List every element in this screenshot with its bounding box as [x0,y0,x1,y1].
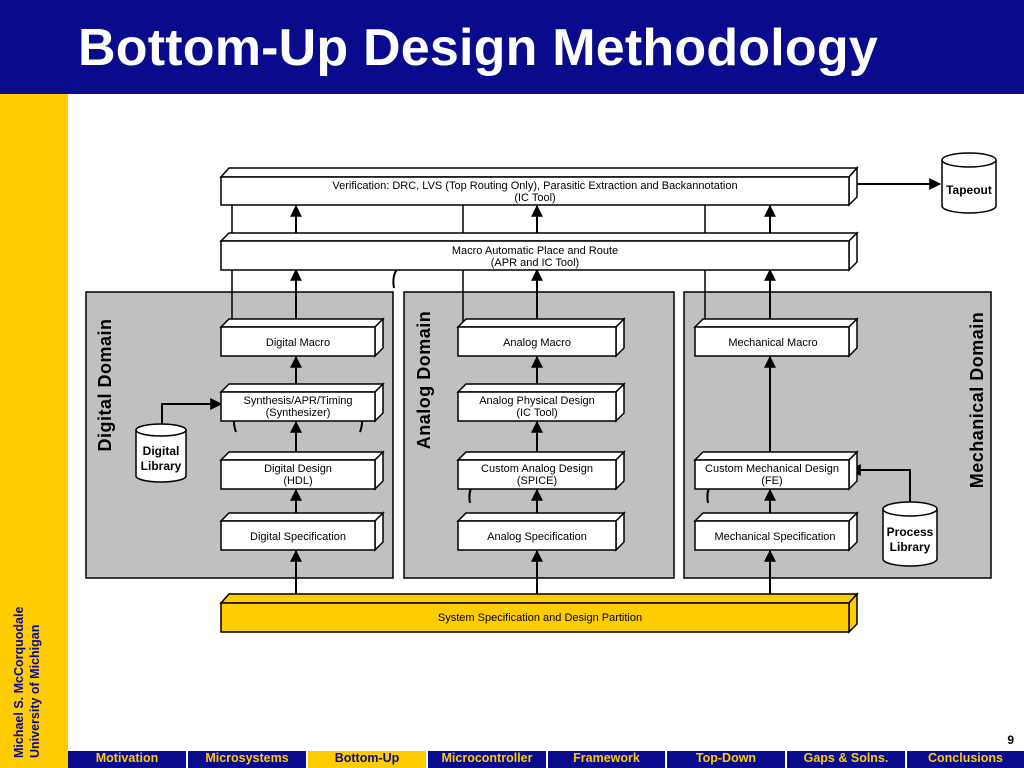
verification-box: Verification: DRC, LVS (Top Routing Only… [219,166,859,207]
nav-divider [785,751,787,768]
system-spec-label: System Specification and Design Partitio… [438,612,642,624]
digital-domain-label: Digital Domain [95,318,115,451]
analog-physical-tool-label: (IC Tool) [516,407,557,419]
mechanical-design-box: Custom Mechanical Design (FE) [693,450,859,491]
digital-design-box: Digital Design (HDL) [219,450,385,491]
mechanical-design-label: Custom Mechanical Design [705,463,839,475]
mechanical-macro-label: Mechanical Macro [728,337,817,349]
analog-design-label: Custom Analog Design [481,463,593,475]
analog-physical-design-box: Analog Physical Design (IC Tool) [456,382,626,423]
process-library-cylinder: Process Library [882,501,938,567]
nav-item-bottom-up[interactable]: Bottom-Up [308,751,426,768]
nav-divider [426,751,428,768]
digital-library-label-2: Library [141,459,182,473]
nav-divider [546,751,548,768]
mechanical-spec-label: Mechanical Specification [714,531,835,543]
mechanical-spec-box: Mechanical Specification [693,511,859,552]
analog-macro-box: Analog Macro [456,317,626,358]
tapeout-label: Tapeout [946,183,992,197]
digital-library-cylinder: Digital Library [135,423,187,483]
apr-box: Macro Automatic Place and Route (APR and… [219,231,859,272]
synthesis-box: Synthesis/APR/Timing (Synthesizer) [219,382,385,423]
analog-spec-label: Analog Specification [487,531,587,543]
digital-spec-label: Digital Specification [250,531,346,543]
slide-title: Bottom-Up Design Methodology [78,19,878,77]
synthesis-tool-label: (Synthesizer) [266,407,331,419]
mechanical-design-tool-label: (FE) [761,475,782,487]
verification-tool-label: (IC Tool) [514,192,555,204]
nav-divider [306,751,308,768]
nav-divider [905,751,907,768]
analog-domain-label: Analog Domain [414,311,434,450]
nav-divider [665,751,667,768]
analog-physical-label: Analog Physical Design [479,395,595,407]
digital-macro-box: Digital Macro [219,317,385,358]
nav-item-conclusions[interactable]: Conclusions [927,751,1003,765]
analog-macro-label: Analog Macro [503,337,571,349]
page-number: 9 [1007,733,1014,747]
title-bar [0,0,1024,94]
synthesis-label: Synthesis/APR/Timing [243,395,352,407]
apr-tool-label: (APR and IC Tool) [491,257,579,269]
process-library-label-2: Library [890,540,931,554]
digital-spec-box: Digital Specification [219,511,385,552]
sidebar [0,94,68,768]
analog-spec-box: Analog Specification [456,511,626,552]
analog-design-tool-label: (SPICE) [517,475,557,487]
digital-design-label: Digital Design [264,463,332,475]
process-library-label-1: Process [887,525,934,539]
nav-item-motivation[interactable]: Motivation [95,751,159,765]
analog-design-box: Custom Analog Design (SPICE) [456,450,626,491]
nav-item-microcontroller[interactable]: Microcontroller [441,751,533,765]
nav-item-top-down[interactable]: Top-Down [695,751,757,765]
digital-design-tool-label: (HDL) [283,475,312,487]
verification-label: Verification: DRC, LVS (Top Routing Only… [332,180,737,192]
mechanical-macro-box: Mechanical Macro [693,317,859,358]
tapeout-cylinder: Tapeout [941,152,997,214]
nav-item-gaps-solns[interactable]: Gaps & Solns. [803,751,889,765]
system-spec-box: System Specification and Design Partitio… [219,592,859,634]
nav-item-framework[interactable]: Framework [573,751,640,765]
digital-macro-label: Digital Macro [266,337,330,349]
nav-item-microsystems[interactable]: Microsystems [205,751,289,765]
nav-divider [186,751,188,768]
apr-label: Macro Automatic Place and Route [452,245,618,257]
mechanical-domain-label: Mechanical Domain [967,312,987,489]
digital-library-label-1: Digital [143,444,180,458]
flow-arrows [161,178,942,594]
